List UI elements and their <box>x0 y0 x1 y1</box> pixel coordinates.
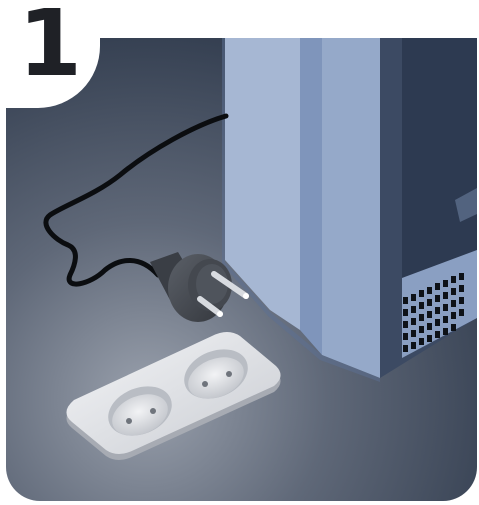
step-number: 1 <box>10 0 90 94</box>
step-badge: 1 <box>0 0 100 108</box>
